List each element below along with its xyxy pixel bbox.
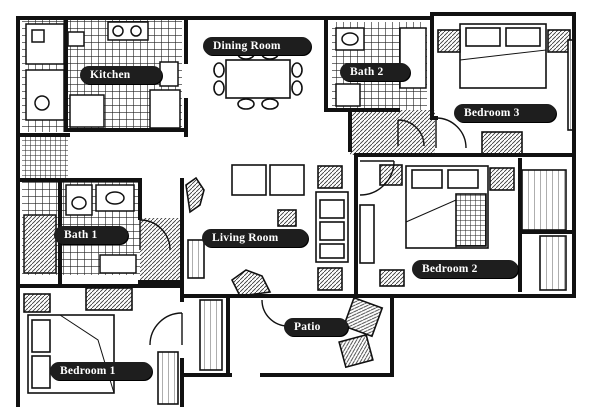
bath-2-label: Bath 2	[340, 63, 410, 81]
dining-room-label: Dining Room	[203, 37, 311, 55]
dining-table	[213, 48, 303, 110]
patio-label: Patio	[284, 318, 348, 336]
bedroom-3-label: Bedroom 3	[454, 104, 556, 122]
bath-1-label: Bath 1	[54, 226, 128, 244]
doors	[139, 117, 467, 346]
living-room-furniture	[185, 164, 349, 297]
bedroom-2-label: Bedroom 2	[412, 260, 518, 278]
living-room-label: Living Room	[202, 229, 308, 247]
bedroom-1-label: Bedroom 1	[50, 362, 152, 380]
patio-furniture	[199, 296, 384, 371]
bedroom-1-furniture	[23, 287, 179, 405]
walls	[16, 12, 576, 407]
bedroom-3-furniture	[437, 23, 575, 157]
kitchen-fixtures	[25, 21, 181, 129]
bath-1-fixtures	[23, 184, 137, 274]
bath-2-fixtures	[335, 27, 427, 107]
kitchen-label: Kitchen	[80, 66, 162, 84]
bedroom-2-furniture	[359, 164, 567, 291]
